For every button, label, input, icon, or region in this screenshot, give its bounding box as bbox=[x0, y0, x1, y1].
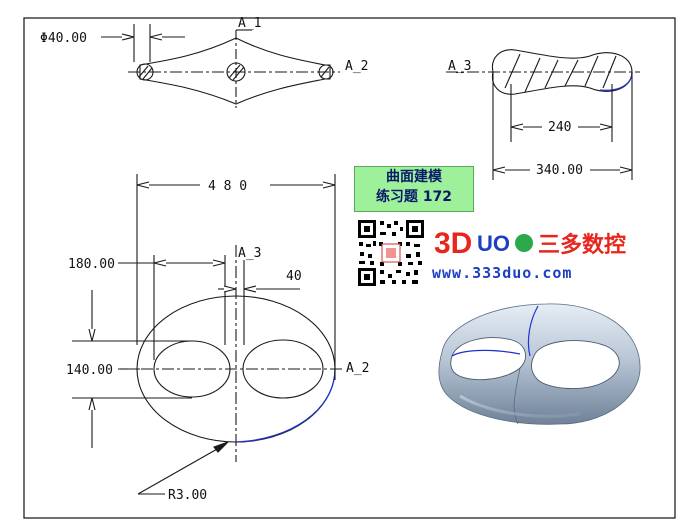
dim-40-label: 40 bbox=[286, 269, 302, 284]
dim-180-label: 180.00 bbox=[68, 257, 115, 272]
side-view-a3 bbox=[446, 49, 640, 180]
r3-label: R3.00 bbox=[168, 488, 207, 503]
title-line-2: 练习题 172 bbox=[375, 189, 453, 205]
front-view bbox=[72, 174, 345, 495]
dim-480-label: 4 8 0 bbox=[208, 179, 247, 194]
logo-3d: 3D bbox=[434, 227, 472, 260]
a2-top-label: A_2 bbox=[345, 59, 368, 74]
a1-label: A_1 bbox=[238, 16, 261, 31]
render-hole-right bbox=[530, 340, 620, 390]
3d-render bbox=[438, 303, 641, 425]
brand-mark: 3D UO 三多数控 bbox=[432, 222, 637, 262]
end-circle-right bbox=[318, 64, 334, 80]
exercise-title-box: 曲面建模 练习题 172 bbox=[354, 166, 474, 212]
center-circle bbox=[226, 62, 246, 82]
dim-240-label: 240 bbox=[548, 120, 571, 135]
dim-140-label: 140.00 bbox=[66, 363, 113, 378]
dim-340-label: 340.00 bbox=[536, 163, 583, 178]
qr-code bbox=[356, 218, 426, 288]
phi-dimension-label: Φ40.00 bbox=[40, 31, 87, 46]
logo-url[interactable]: www.333duo.com bbox=[432, 264, 573, 282]
side-view-a1 bbox=[101, 24, 340, 108]
a2-main-label: A_2 bbox=[346, 361, 369, 376]
brand-logo: 3D UO 三多数控 www.333duo.com bbox=[432, 222, 637, 288]
logo-chinese: 三多数控 bbox=[538, 232, 626, 258]
end-circle-left bbox=[136, 63, 154, 81]
a3-right-label: A_3 bbox=[448, 59, 471, 74]
sheet-border bbox=[23, 17, 676, 519]
logo-uo: UO bbox=[477, 231, 510, 256]
side-profile bbox=[139, 37, 331, 105]
title-line-1: 曲面建模 bbox=[386, 169, 442, 185]
a3-main-label: A_3 bbox=[238, 246, 261, 261]
